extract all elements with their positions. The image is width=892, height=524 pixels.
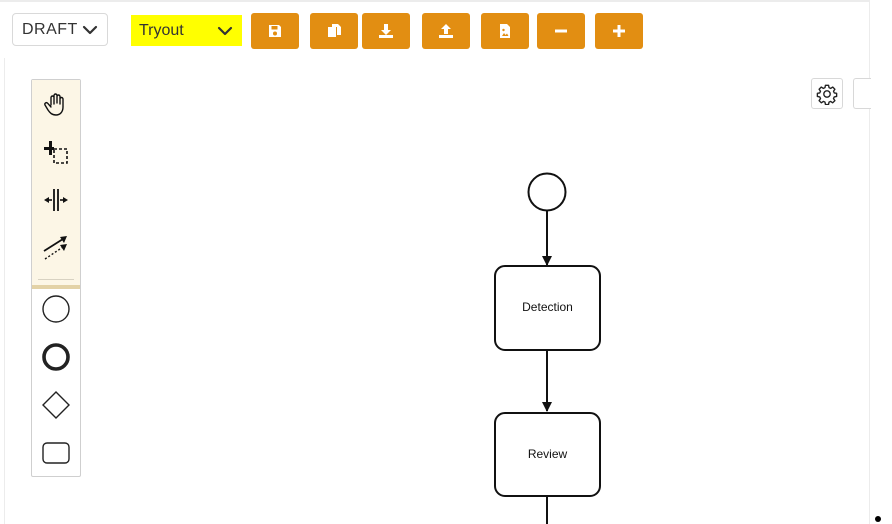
tool-palette [31,79,81,477]
hand-tool[interactable] [38,86,74,122]
variant-select[interactable]: Tryout [131,15,242,46]
space-tool-icon [44,189,68,211]
copy-button[interactable] [310,13,358,49]
zoom-in-button[interactable] [595,13,643,49]
properties-panel-toggle[interactable] [853,78,871,109]
upload-icon [439,24,453,38]
save-button[interactable] [251,13,299,49]
settings-button[interactable] [811,78,843,109]
resize-handle[interactable] [875,516,881,522]
circle-thick-icon [42,343,70,371]
copy-icon [328,24,341,37]
task-label-review: Review [527,447,568,461]
export-image-button[interactable] [481,13,529,49]
variant-select-value: Tryout [139,21,184,39]
upload-button[interactable] [422,13,470,49]
start-event-shape[interactable] [38,291,74,327]
zoom-out-button[interactable] [537,13,585,49]
floppy-disk-icon [269,25,281,37]
lasso-tool[interactable] [38,134,74,170]
space-tool[interactable] [38,182,74,218]
download-icon [379,24,393,38]
task-shape[interactable] [38,435,74,471]
plus-icon [613,25,625,37]
status-select-value: DRAFT [22,20,78,38]
chevron-down-icon [82,25,98,35]
top-border [0,0,870,2]
chevron-down-icon [217,26,233,36]
start-event[interactable] [527,172,567,212]
gateway-shape[interactable] [38,387,74,423]
connect-tool[interactable] [38,230,74,266]
gear-icon [816,84,838,105]
canvas-right-edge [869,0,870,524]
file-image-icon [500,24,510,38]
diamond-icon [42,391,70,419]
hand-icon [44,93,64,116]
circle-thin-icon [42,295,70,323]
download-button[interactable] [362,13,410,49]
palette-divider [38,279,74,280]
end-event-shape[interactable] [38,339,74,375]
canvas-border [4,58,871,524]
palette-group-separator [32,285,80,289]
minus-icon [555,29,567,33]
status-select[interactable]: DRAFT [12,13,108,46]
lasso-select-icon [44,141,68,164]
task-label-detection: Detection [522,300,573,314]
rounded-rect-icon [42,442,70,464]
global-connect-icon [43,236,67,260]
